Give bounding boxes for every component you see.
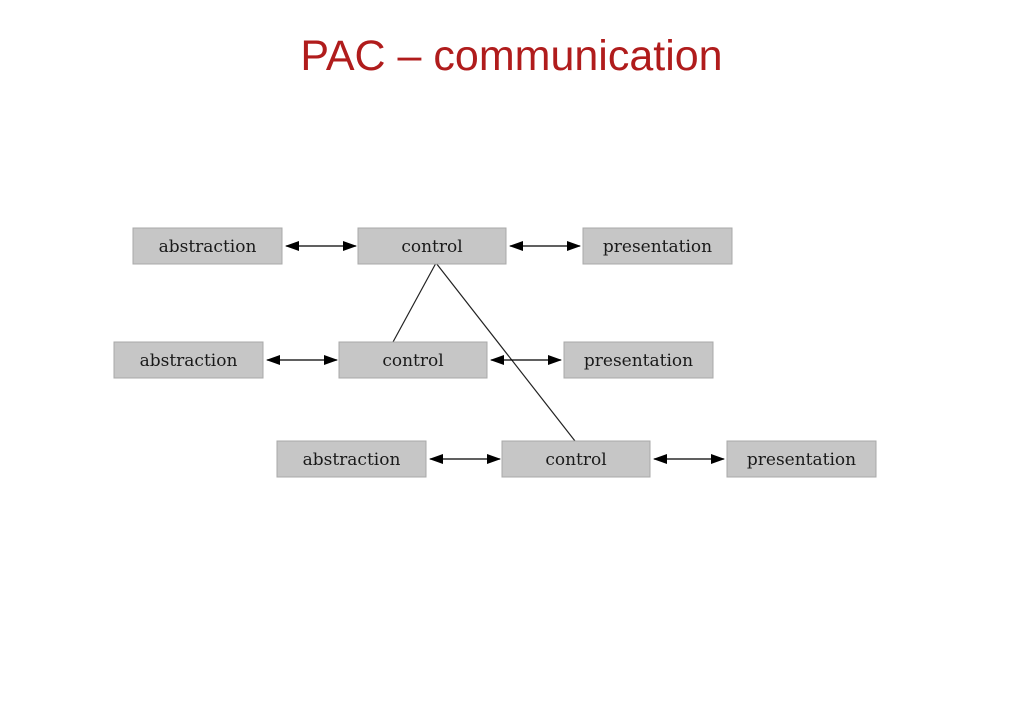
arrow-head-right [711, 454, 725, 464]
abstraction-control-arrow [429, 454, 501, 464]
abstraction-control-arrow [285, 241, 357, 251]
pac-row-bottom: abstraction control presentation [276, 440, 877, 478]
presentation-box: presentation [563, 341, 714, 379]
abstraction-box: abstraction [276, 440, 427, 478]
slide-title: PAC – communication [300, 32, 723, 80]
arrow-head-left [509, 241, 523, 251]
control-box: control [501, 440, 651, 478]
pac-row-middle: abstraction control presentation [113, 341, 714, 379]
link-top-control-to-middle-control [392, 262, 437, 343]
control-presentation-arrow [509, 241, 581, 251]
arrow-head-right [567, 241, 581, 251]
presentation-box: presentation [726, 440, 877, 478]
pac-row-top: abstraction control presentation [132, 227, 733, 265]
abstraction-box: abstraction [113, 341, 264, 379]
arrow-head-left [429, 454, 443, 464]
arrow-head-right [324, 355, 338, 365]
arrow-head-right [487, 454, 501, 464]
presentation-label: presentation [747, 450, 856, 470]
presentation-label: presentation [584, 351, 693, 371]
presentation-label: presentation [603, 237, 712, 257]
abstraction-label: abstraction [303, 450, 401, 470]
arrow-head-left [653, 454, 667, 464]
control-label: control [545, 450, 606, 470]
abstraction-control-arrow [266, 355, 338, 365]
arrow-head-left [285, 241, 299, 251]
abstraction-box: abstraction [132, 227, 283, 265]
control-label: control [401, 237, 462, 257]
abstraction-label: abstraction [159, 237, 257, 257]
arrow-head-left [266, 355, 280, 365]
arrow-head-left [490, 355, 504, 365]
control-presentation-arrow [653, 454, 725, 464]
abstraction-label: abstraction [140, 351, 238, 371]
control-box: control [357, 227, 507, 265]
presentation-box: presentation [582, 227, 733, 265]
arrow-head-right [343, 241, 357, 251]
control-label: control [382, 351, 443, 371]
control-box: control [338, 341, 488, 379]
arrow-head-right [548, 355, 562, 365]
link-top-control-to-bottom-control [435, 262, 576, 442]
control-presentation-arrow [490, 355, 562, 365]
